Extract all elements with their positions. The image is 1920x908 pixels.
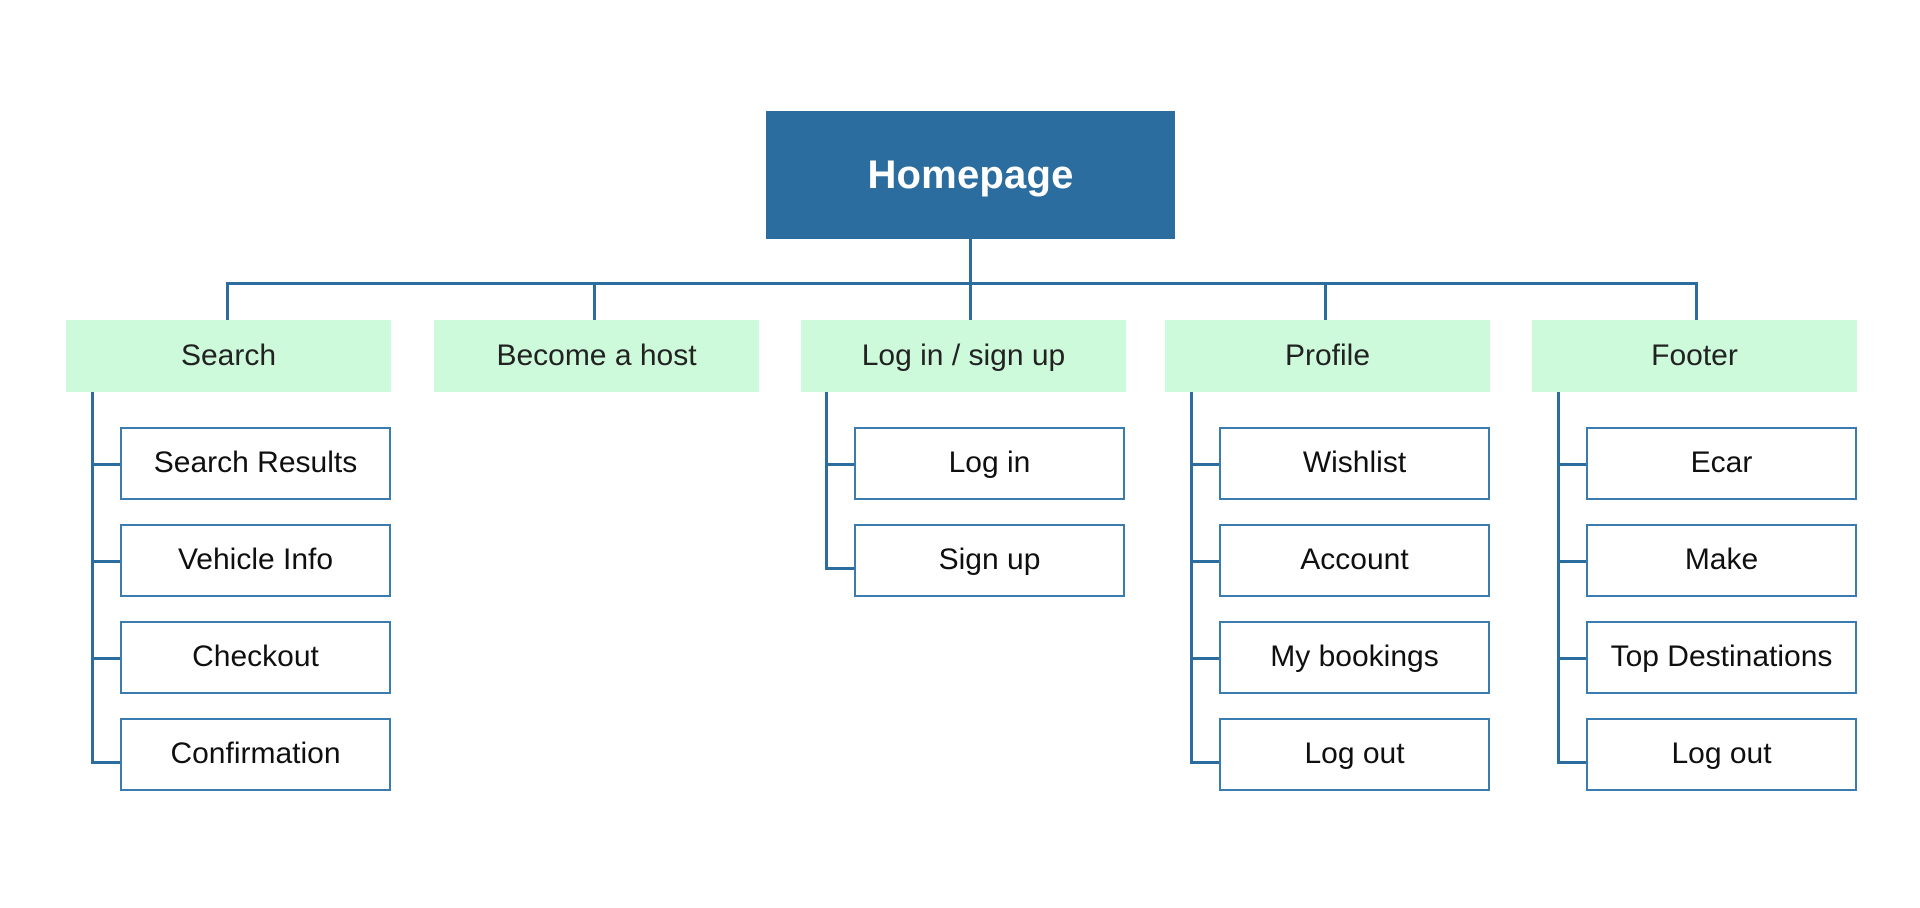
connector-stub-sign-up: [825, 567, 856, 570]
node-leaf-label: My bookings: [1270, 640, 1439, 674]
node-leaf-wishlist[interactable]: Wishlist: [1219, 427, 1490, 500]
connector-stub-ecar: [1557, 463, 1588, 466]
connector-stub-wishlist: [1190, 463, 1221, 466]
connector-stub-search-results: [91, 463, 122, 466]
connector-stub-confirmation: [91, 761, 122, 764]
node-section-become-a-host-label: Become a host: [496, 338, 697, 372]
connector-stub-account: [1190, 560, 1221, 563]
node-leaf-log-in[interactable]: Log in: [854, 427, 1125, 500]
node-leaf-top-destinations[interactable]: Top Destinations: [1586, 621, 1857, 694]
connector-stub-make: [1557, 560, 1588, 563]
connector-trunk-footer: [1557, 392, 1560, 764]
connector-stub-log-in: [825, 463, 856, 466]
node-leaf-label: Checkout: [192, 640, 319, 674]
connector-trunk-search: [91, 392, 94, 764]
node-leaf-label: Vehicle Info: [177, 543, 334, 577]
connector-stub-my-bookings: [1190, 657, 1221, 660]
node-leaf-account[interactable]: Account: [1219, 524, 1490, 597]
connector-trunk-profile: [1190, 392, 1193, 764]
node-section-footer[interactable]: Footer: [1532, 320, 1857, 392]
connector-drop-become-a-host: [593, 282, 596, 320]
node-leaf-label: Log out: [1304, 737, 1405, 771]
connector-stub-vehicle-info: [91, 560, 122, 563]
node-section-footer-label: Footer: [1651, 338, 1738, 372]
connector-stub-footer-log-out: [1557, 761, 1588, 764]
node-leaf-label: Top Destinations: [1610, 640, 1833, 674]
node-leaf-make[interactable]: Make: [1586, 524, 1857, 597]
node-leaf-label: Log in: [948, 446, 1031, 480]
node-leaf-ecar[interactable]: Ecar: [1586, 427, 1857, 500]
node-leaf-label: Log out: [1671, 737, 1772, 771]
node-section-log-in-sign-up[interactable]: Log in / sign up: [801, 320, 1126, 392]
node-leaf-profile-log-out[interactable]: Log out: [1219, 718, 1490, 791]
node-leaf-my-bookings[interactable]: My bookings: [1219, 621, 1490, 694]
node-homepage-label: Homepage: [867, 153, 1074, 197]
connector-stub-top-destinations: [1557, 657, 1588, 660]
connector-drop-log-in-sign-up: [969, 282, 972, 320]
node-leaf-label: Make: [1684, 543, 1759, 577]
node-section-profile[interactable]: Profile: [1165, 320, 1490, 392]
node-leaf-label: Confirmation: [170, 737, 341, 771]
connector-root-stem: [969, 239, 972, 284]
connector-drop-search: [226, 282, 229, 320]
connector-trunk-log-in-sign-up: [825, 392, 828, 570]
connector-stub-profile-log-out: [1190, 761, 1221, 764]
node-leaf-footer-log-out[interactable]: Log out: [1586, 718, 1857, 791]
node-leaf-label: Wishlist: [1302, 446, 1407, 480]
node-leaf-label: Account: [1300, 543, 1409, 577]
node-section-log-in-sign-up-label: Log in / sign up: [861, 338, 1066, 372]
node-leaf-vehicle-info[interactable]: Vehicle Info: [120, 524, 391, 597]
node-leaf-label: Sign up: [938, 543, 1041, 577]
node-section-search-label: Search: [180, 338, 277, 372]
node-leaf-checkout[interactable]: Checkout: [120, 621, 391, 694]
node-section-become-a-host[interactable]: Become a host: [434, 320, 759, 392]
connector-drop-footer: [1695, 282, 1698, 320]
connector-stub-checkout: [91, 657, 122, 660]
connector-drop-profile: [1324, 282, 1327, 320]
node-leaf-label: Search Results: [153, 446, 358, 480]
node-section-profile-label: Profile: [1284, 338, 1371, 372]
node-homepage[interactable]: Homepage: [766, 111, 1175, 239]
node-section-search[interactable]: Search: [66, 320, 391, 392]
connector-section-bus: [226, 282, 1698, 285]
node-leaf-sign-up[interactable]: Sign up: [854, 524, 1125, 597]
node-leaf-confirmation[interactable]: Confirmation: [120, 718, 391, 791]
node-leaf-label: Ecar: [1690, 446, 1753, 480]
node-leaf-search-results[interactable]: Search Results: [120, 427, 391, 500]
